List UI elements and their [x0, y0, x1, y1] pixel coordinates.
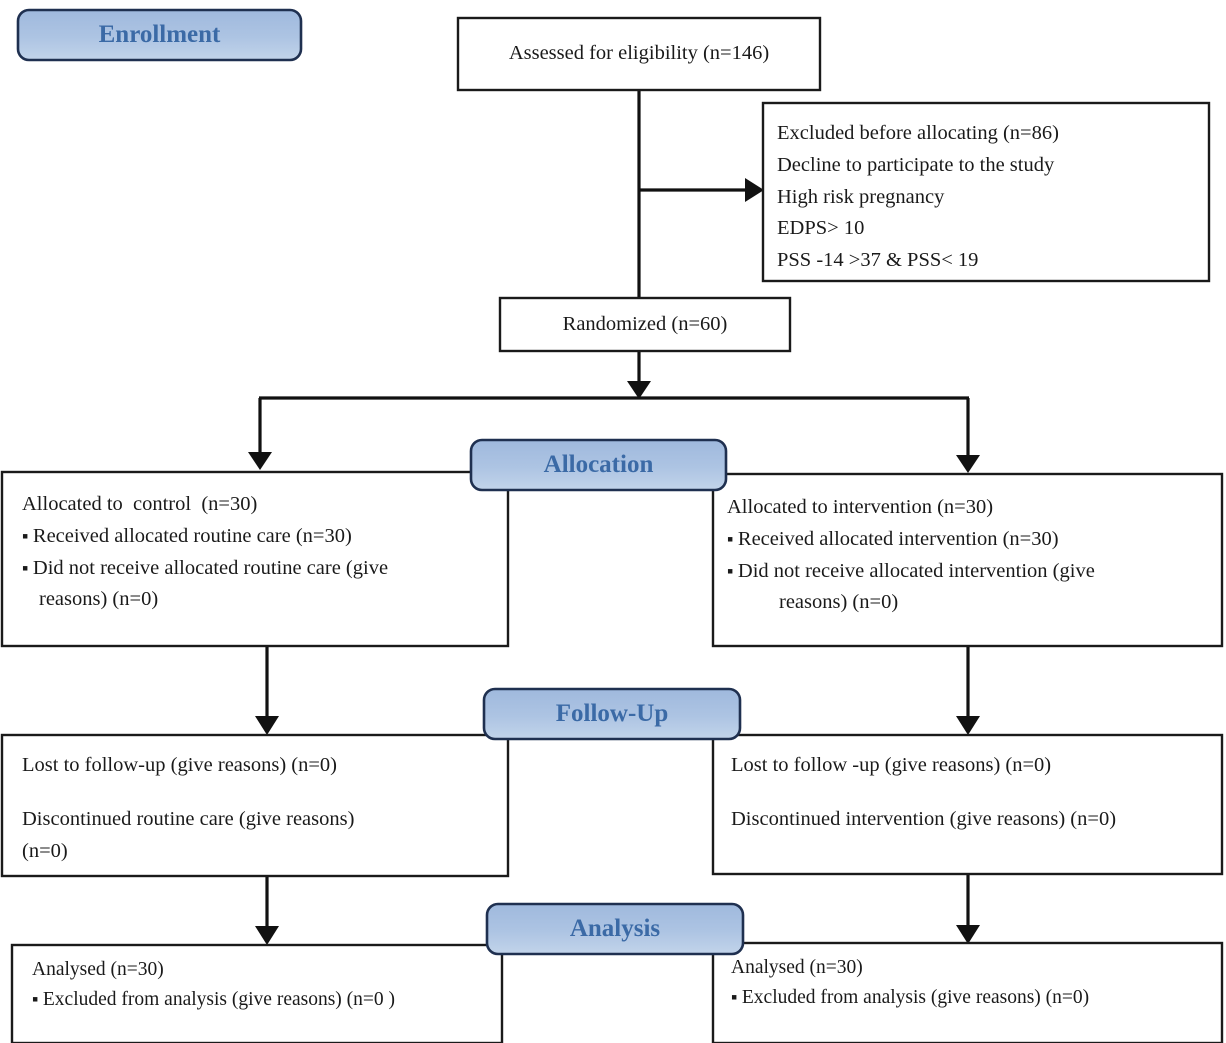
- text-line: Did not receive allocated routine care (…: [22, 553, 492, 585]
- text-line: PSS -14 >37 & PSS< 19: [777, 249, 979, 272]
- stage-badge-followup: Follow-Up: [482, 687, 742, 741]
- stage-label-enrollment: Enrollment: [99, 21, 221, 48]
- text-randomized: Randomized (n=60): [500, 298, 790, 351]
- text-line: reasons) (n=0): [39, 588, 159, 611]
- stage-label-analysis: Analysis: [570, 915, 661, 942]
- text-line: (n=0): [22, 839, 68, 862]
- text-line: Allocated to intervention (n=30): [727, 496, 994, 518]
- connector-allocation-to-followup-control: [255, 646, 279, 735]
- text-line: reasons) (n=0): [779, 591, 899, 614]
- connector-followup-to-analysis-control: [255, 876, 279, 945]
- text-line: Discontinued intervention (give reasons)…: [731, 807, 1117, 830]
- text-line: Excluded from analysis (give reasons) (n…: [32, 985, 494, 1015]
- box-assessed-for-eligibility: [456, 16, 822, 92]
- stage-label-allocation: Allocation: [544, 451, 654, 478]
- box-randomized: [498, 296, 792, 353]
- text-line: Assessed for eligibility (n=146): [508, 42, 770, 65]
- connector-allocation-to-followup-intervention: [956, 646, 980, 735]
- text-line: Allocated to control (n=30): [22, 493, 258, 515]
- connector-randomized-split: [248, 351, 980, 473]
- text-analysis-control: Analysed (n=30) Excluded from analysis (g…: [32, 955, 494, 1015]
- text-line: Excluded before allocating (n=86): [777, 122, 1059, 144]
- text-analysis-intervention: Analysed (n=30) Excluded from analysis (g…: [731, 953, 1211, 1013]
- text-assessed-for-eligibility: Assessed for eligibility (n=146): [458, 18, 820, 90]
- text-line: Lost to follow -up (give reasons) (n=0): [731, 754, 1052, 776]
- stage-badge-enrollment: Enrollment: [16, 8, 303, 62]
- text-line: Discontinued routine care (give reasons): [22, 807, 355, 830]
- text-followup-control: Lost to follow-up (give reasons) (n=0) Di…: [22, 750, 492, 867]
- connector-followup-to-analysis-intervention: [956, 874, 980, 944]
- box-followup-intervention: [711, 733, 1224, 876]
- text-allocated-intervention: Allocated to intervention (n=30) Received…: [727, 492, 1207, 619]
- stage-badge-allocation: Allocation: [469, 438, 728, 492]
- text-line: Excluded from analysis (give reasons) (n…: [731, 983, 1211, 1013]
- text-line: Received allocated intervention (n=30): [727, 524, 1207, 556]
- text-followup-intervention: Lost to follow -up (give reasons) (n=0) D…: [731, 750, 1211, 836]
- text-line: Decline to participate to the study: [777, 153, 1055, 176]
- text-line: [22, 782, 492, 804]
- text-line: Analysed (n=30): [731, 957, 863, 978]
- text-allocated-control: Allocated to control (n=30) Received allo…: [22, 489, 492, 616]
- text-line: Randomized (n=60): [562, 312, 728, 335]
- text-line: High risk pregnancy: [777, 185, 945, 208]
- text-line: [731, 782, 1211, 804]
- box-followup-control: [0, 733, 510, 878]
- text-excluded-before-allocating: Excluded before allocating (n=86) Decline…: [777, 118, 1202, 277]
- connector-assessed-to-excluded: [639, 178, 764, 202]
- text-line: Analysed (n=30): [32, 959, 164, 980]
- text-line: Lost to follow-up (give reasons) (n=0): [22, 754, 338, 776]
- text-line: Received allocated routine care (n=30): [22, 521, 492, 553]
- stage-badge-analysis: Analysis: [485, 902, 745, 956]
- stage-label-followup: Follow-Up: [556, 700, 669, 727]
- text-line: EDPS> 10: [777, 217, 865, 240]
- text-line: Did not receive allocated intervention (…: [727, 556, 1207, 588]
- box-excluded-before-allocating: [761, 101, 1211, 283]
